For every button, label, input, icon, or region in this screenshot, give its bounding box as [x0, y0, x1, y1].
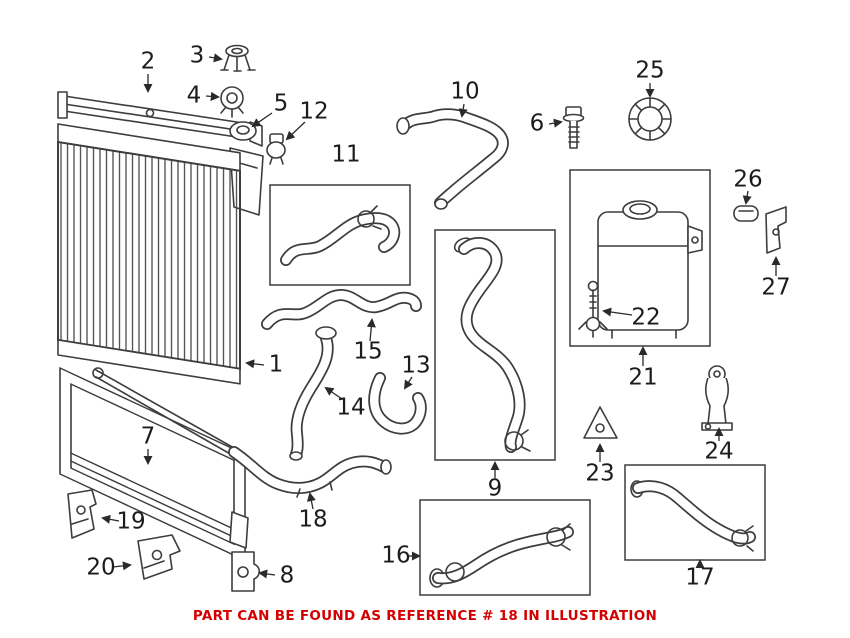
leader-18: [306, 492, 316, 510]
radiator: [57, 123, 241, 385]
reference-note: PART CAN BE FOUND AS REFERENCE # 18 IN I…: [192, 608, 658, 624]
hose-13: [368, 372, 427, 435]
frame-tab: [229, 511, 249, 549]
callout-7: 7: [140, 423, 156, 450]
callout-10: 10: [450, 78, 480, 105]
coolant-pipe: [396, 108, 509, 210]
callout-1: 1: [268, 351, 284, 378]
callout-4: 4: [186, 82, 202, 109]
callout-box-16: [419, 499, 591, 596]
callout-19: 19: [116, 508, 146, 535]
hose-18: [92, 367, 392, 498]
bolt: [562, 106, 585, 149]
callout-15: 15: [353, 338, 383, 365]
grommet: [229, 121, 257, 141]
hose-14: [289, 326, 337, 461]
leader-3: [208, 53, 223, 63]
leader-22: [602, 307, 633, 317]
callout-17: 17: [685, 564, 715, 591]
leader-10: [458, 103, 468, 118]
callout-21: 21: [628, 364, 658, 391]
callout-16: 16: [381, 542, 411, 569]
hose-16: [429, 523, 574, 588]
vent-screw: [220, 44, 256, 72]
callout-box-21: [569, 169, 711, 347]
callout-25: 25: [635, 57, 665, 84]
callout-8: 8: [279, 562, 295, 589]
hose-9: [453, 237, 531, 453]
leader-15: [366, 318, 376, 342]
thermostat-insert: [220, 86, 244, 118]
leader-1: [245, 359, 265, 369]
hose-17: [630, 480, 756, 552]
wedge-23: [583, 406, 618, 439]
expansion-tank-cap: [628, 97, 672, 141]
callout-24: 24: [704, 438, 734, 465]
leader-5: [251, 112, 273, 128]
callout-box-9: [434, 229, 556, 461]
leader-20: [112, 561, 132, 571]
callout-27: 27: [761, 274, 791, 301]
callout-11: 11: [331, 141, 361, 168]
bracket-24: [701, 365, 733, 431]
bracket-27: [765, 206, 787, 254]
callout-box-17: [624, 464, 766, 561]
leader-12: [285, 121, 306, 141]
level-sensor: [578, 280, 608, 338]
callout-box-11: [269, 184, 411, 286]
callout-5: 5: [273, 90, 289, 117]
callout-23: 23: [585, 460, 615, 487]
callout-2: 2: [140, 48, 156, 75]
leader-19: [101, 514, 120, 524]
callout-26: 26: [733, 166, 763, 193]
callout-20: 20: [86, 554, 116, 581]
cap-26: [733, 205, 759, 222]
callout-12: 12: [299, 98, 329, 125]
callout-14: 14: [336, 394, 366, 421]
callout-9: 9: [487, 475, 503, 502]
leader-6: [548, 118, 563, 128]
callout-13: 13: [401, 352, 431, 379]
bracket-19: [67, 489, 97, 539]
bracket-20: [137, 534, 181, 580]
leader-26: [742, 190, 752, 205]
leader-4: [205, 91, 220, 101]
leader-14: [324, 386, 343, 400]
callout-3: 3: [189, 42, 205, 69]
temperature-sensor: [266, 133, 286, 165]
callout-18: 18: [298, 506, 328, 533]
hose-15: [261, 289, 422, 330]
leader-13: [403, 376, 413, 390]
leader-8: [258, 569, 276, 579]
upper-radiator-hose: [280, 205, 401, 266]
callout-6: 6: [529, 110, 545, 137]
expansion-tank: [597, 200, 703, 339]
callout-22: 22: [631, 304, 661, 331]
